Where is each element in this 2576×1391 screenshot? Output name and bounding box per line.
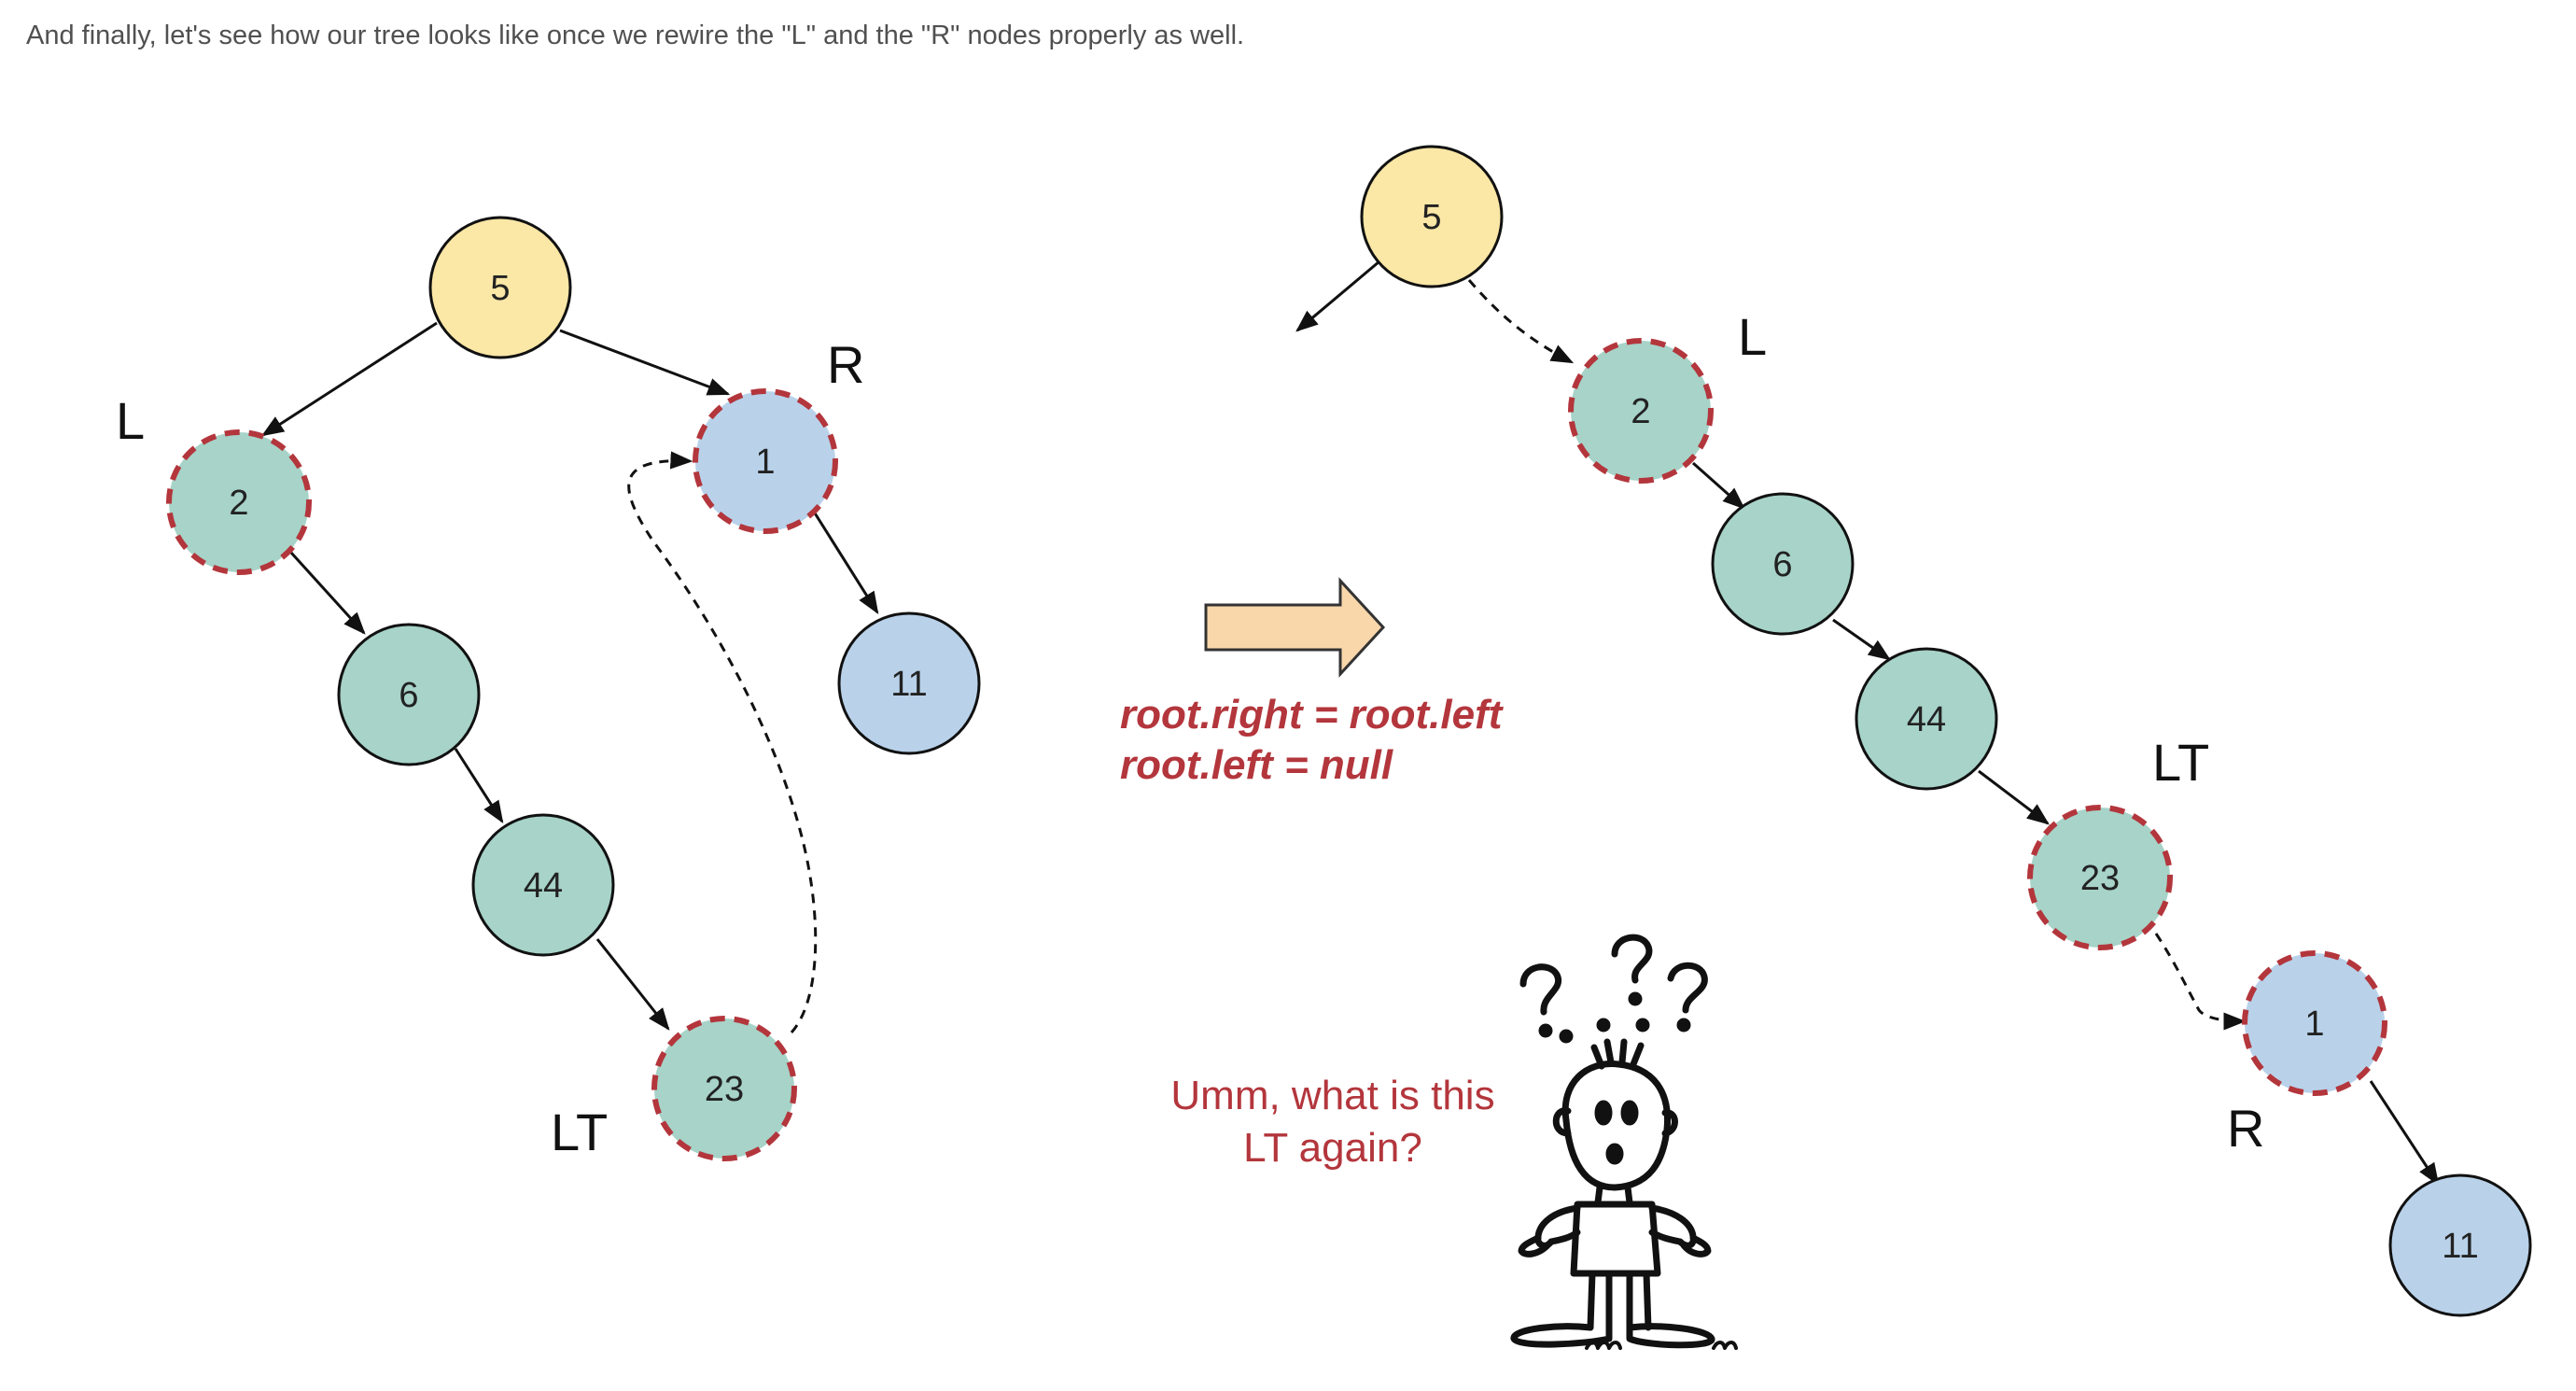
confused-stick-figure-icon xyxy=(1510,934,1738,1350)
intro-text: And finally, let's see how our tree look… xyxy=(26,21,1245,50)
node-value: 44 xyxy=(1907,700,1946,739)
node-value: 2 xyxy=(229,484,248,523)
edge-6-44 xyxy=(454,748,504,824)
before-node-6: 6 xyxy=(337,623,481,766)
edge-5-null xyxy=(1295,260,1380,332)
edge-1-11 xyxy=(2369,1080,2440,1187)
node-value: 1 xyxy=(755,443,775,482)
after-node-2: 2 xyxy=(1568,338,1714,484)
right-arrow-icon xyxy=(1204,577,1386,678)
node-value: 11 xyxy=(890,665,927,704)
thought-line-1: Umm, what is this xyxy=(1170,1073,1494,1118)
node-value: 23 xyxy=(2080,859,2120,898)
after-tag-L: L xyxy=(1738,307,1767,366)
edge-5-2-dashed xyxy=(1467,279,1575,364)
edge-2-6 xyxy=(289,551,366,635)
node-value: 5 xyxy=(490,269,510,308)
node-value: 11 xyxy=(2442,1227,2478,1266)
node-value: 44 xyxy=(524,866,563,906)
edge-6-44 xyxy=(1832,618,1891,661)
after-tag-LT: LT xyxy=(2152,733,2209,792)
node-value: 5 xyxy=(1421,198,1441,237)
question-mark-icon xyxy=(1519,934,1708,1044)
before-tree: 5 2 1 6 11 44 23 L R LT xyxy=(116,216,981,1161)
before-tag-L: L xyxy=(116,391,145,450)
after-tag-R: R xyxy=(2227,1099,2264,1158)
edge-5-1 xyxy=(559,329,731,396)
before-tag-R: R xyxy=(827,335,864,394)
before-node-11: 11 xyxy=(837,611,981,755)
after-node-44: 44 xyxy=(1855,647,1998,791)
node-value: 23 xyxy=(705,1070,744,1109)
after-node-23: 23 xyxy=(2027,805,2173,950)
edge-23-1-dashed xyxy=(627,451,818,1033)
edge-23-1-dashed xyxy=(2154,933,2247,1031)
before-node-2: 2 xyxy=(166,429,312,575)
after-node-11: 11 xyxy=(2388,1173,2532,1317)
node-value: 1 xyxy=(2304,1005,2324,1044)
after-node-6: 6 xyxy=(1711,492,1855,636)
code-line-1: root.right = root.left xyxy=(1120,692,1505,738)
node-value: 2 xyxy=(1631,392,1650,431)
before-tag-LT: LT xyxy=(551,1103,608,1161)
edge-2-6 xyxy=(1692,461,1745,510)
before-node-23: 23 xyxy=(651,1016,797,1161)
edge-1-11 xyxy=(812,511,879,615)
code-line-2: root.left = null xyxy=(1120,742,1393,788)
after-node-5: 5 xyxy=(1360,145,1504,288)
before-node-5: 5 xyxy=(428,216,572,359)
after-node-1: 1 xyxy=(2242,950,2387,1096)
after-tree: 5 2 6 44 23 1 11 L LT R xyxy=(1295,145,2532,1317)
thought-line-2: LT again? xyxy=(1243,1125,1422,1171)
edge-5-2 xyxy=(260,321,438,437)
before-node-1: 1 xyxy=(693,388,838,534)
edge-44-23 xyxy=(1978,769,2050,825)
before-node-44: 44 xyxy=(471,813,615,957)
node-value: 6 xyxy=(399,676,418,715)
edge-44-23 xyxy=(595,938,670,1031)
node-value: 6 xyxy=(1772,545,1792,584)
